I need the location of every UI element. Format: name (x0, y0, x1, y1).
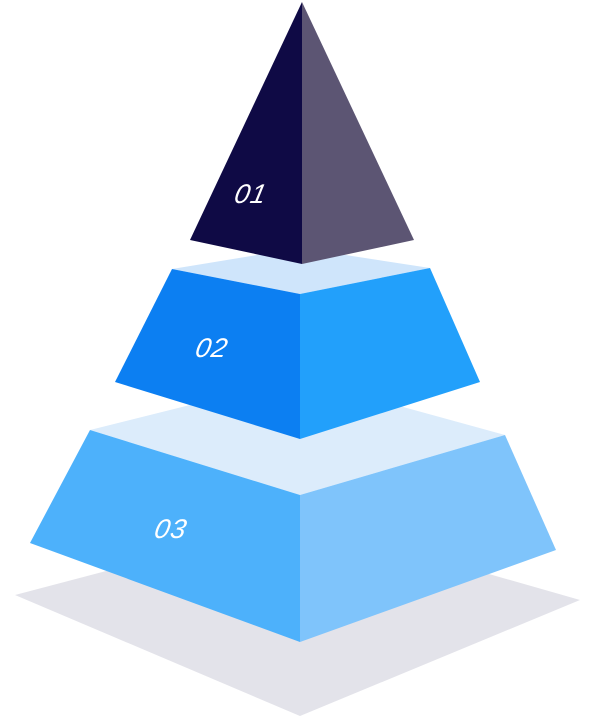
tier-2-label: 02 (193, 332, 232, 363)
tier-1-right-face (302, 2, 414, 264)
tier-3-right-face (300, 435, 556, 642)
tier-2-top-face (172, 248, 430, 294)
tier-1-label: 01 (232, 178, 271, 209)
tier-3-label: 03 (152, 513, 191, 544)
tier-2: 02 (115, 248, 480, 439)
tier-2-left-face (115, 269, 300, 439)
tier-2-right-face (300, 268, 480, 439)
tier-3-left-face (30, 430, 300, 642)
tier-1-left-face (190, 2, 302, 264)
tier-1: 01 (190, 2, 414, 264)
